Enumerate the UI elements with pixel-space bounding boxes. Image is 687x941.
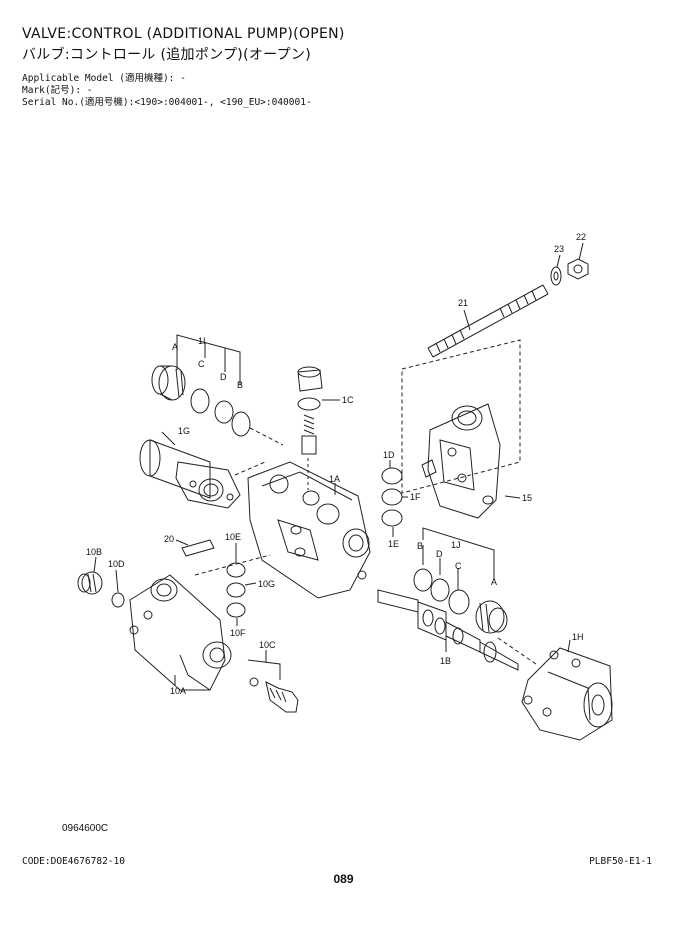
label-1D: 1D [383,450,395,460]
label-1J-B: B [417,541,423,551]
label-1G: 1G [178,426,190,436]
part-oring-1E [381,509,403,527]
label-1I-C: C [198,359,205,369]
part-backup-ring-1I-D [214,400,234,424]
label-1I: 1I [198,336,206,346]
part-valve-body-10A [129,574,232,691]
mark: Mark(記号): - [22,85,93,96]
part-plate-20 [181,539,215,557]
label-22: 22 [576,232,586,242]
part-sleeve-1G [139,439,241,509]
label-10E: 10E [225,532,241,542]
part-oring-1F [381,488,403,506]
title-english: VALVE:CONTROL (ADDITIONAL PUMP)(OPEN) [22,26,345,42]
label-1C: 1C [342,395,354,405]
part-oring-1I-B [231,411,251,437]
part-oring-1D [381,467,403,485]
label-1I-A: A [172,342,178,352]
label-21: 21 [458,298,468,308]
label-1E: 1E [388,539,399,549]
part-oring-1J-B [413,568,433,592]
part-nut-22 [567,258,589,280]
label-1J: 1J [451,540,461,550]
label-20: 20 [164,534,174,544]
part-oring-1J-C [448,589,470,615]
part-backup-ring-1J-D [430,578,450,602]
part-stud-bolt-21 [427,284,549,358]
label-1J-A: A [491,577,497,587]
label-10G: 10G [258,579,275,589]
label-10B: 10B [86,547,102,557]
label-1I-D: D [220,372,227,382]
label-15: 15 [522,493,532,503]
part-plug-10B [77,571,103,595]
label-23: 23 [554,244,564,254]
part-washer-23 [550,266,562,286]
part-cap-1C [297,366,323,455]
label-10D: 10D [108,559,125,569]
label-10C: 10C [259,640,276,650]
part-cap-1H [521,647,613,741]
title-japanese: バルブ:コントロール (追加ポンプ)(オープン) [22,47,311,63]
page-reference: PLBF50-E1-1 [589,856,652,867]
label-1A: 1A [329,474,340,484]
part-oring-10E [226,562,246,578]
serial-number: Serial No.(適用号機):<190>:004001-, <190_EU>… [22,97,312,108]
part-oring-10G [226,582,246,598]
document-code: CODE:DOE4676782-10 [22,856,125,867]
part-oring-10D [111,592,125,608]
part-plug-1I-A [151,365,186,401]
label-1B: 1B [440,656,451,666]
page-number: 089 [333,872,354,886]
part-plug-1J-A [475,600,508,634]
label-1J-D: D [436,549,443,559]
part-block-15 [421,403,501,519]
figure-number: 0964600C [62,823,109,834]
part-valve-body-1A [247,461,371,599]
part-oring-1I-C [190,388,210,414]
label-10A: 10A [170,686,186,696]
label-10F: 10F [230,628,246,638]
part-oring-10F [226,602,246,618]
part-check-valve-10C [249,677,299,713]
applicable-model: Applicable Model (適用機種): - [22,73,186,84]
label-1J-C: C [455,561,462,571]
label-1H: 1H [572,632,584,642]
label-1I-B: B [237,380,243,390]
label-1F: 1F [410,492,421,502]
